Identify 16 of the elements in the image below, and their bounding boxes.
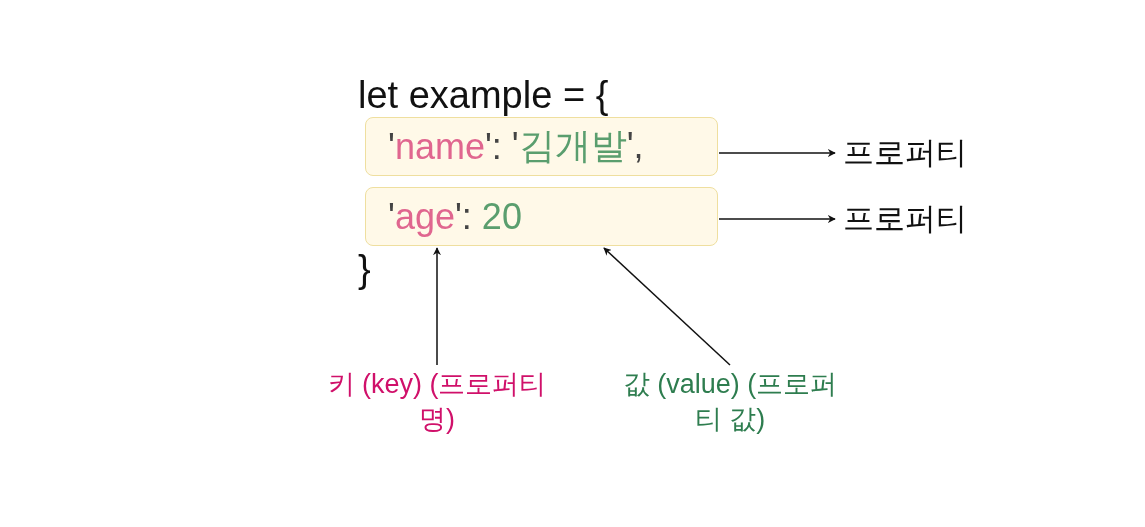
annotation-text: 키 (key) (프로퍼티 명) bbox=[327, 367, 547, 438]
annotation-text: 값 (value) (프로퍼티 값) bbox=[620, 367, 840, 438]
key-text: 'age': bbox=[388, 195, 472, 238]
arrow bbox=[718, 215, 836, 223]
code-line: let example = { bbox=[358, 74, 609, 117]
key-text: 'name': bbox=[388, 125, 502, 168]
arrow bbox=[718, 149, 836, 157]
closing-brace: } bbox=[358, 248, 371, 291]
property-label: 프로퍼티 bbox=[843, 132, 967, 174]
value-text: '김개발', bbox=[511, 124, 644, 168]
property-box bbox=[365, 187, 718, 246]
arrow bbox=[603, 247, 731, 366]
property-label: 프로퍼티 bbox=[843, 198, 967, 240]
arrow bbox=[433, 247, 441, 366]
value-text: 20 bbox=[481, 195, 522, 238]
property-box bbox=[365, 117, 718, 176]
